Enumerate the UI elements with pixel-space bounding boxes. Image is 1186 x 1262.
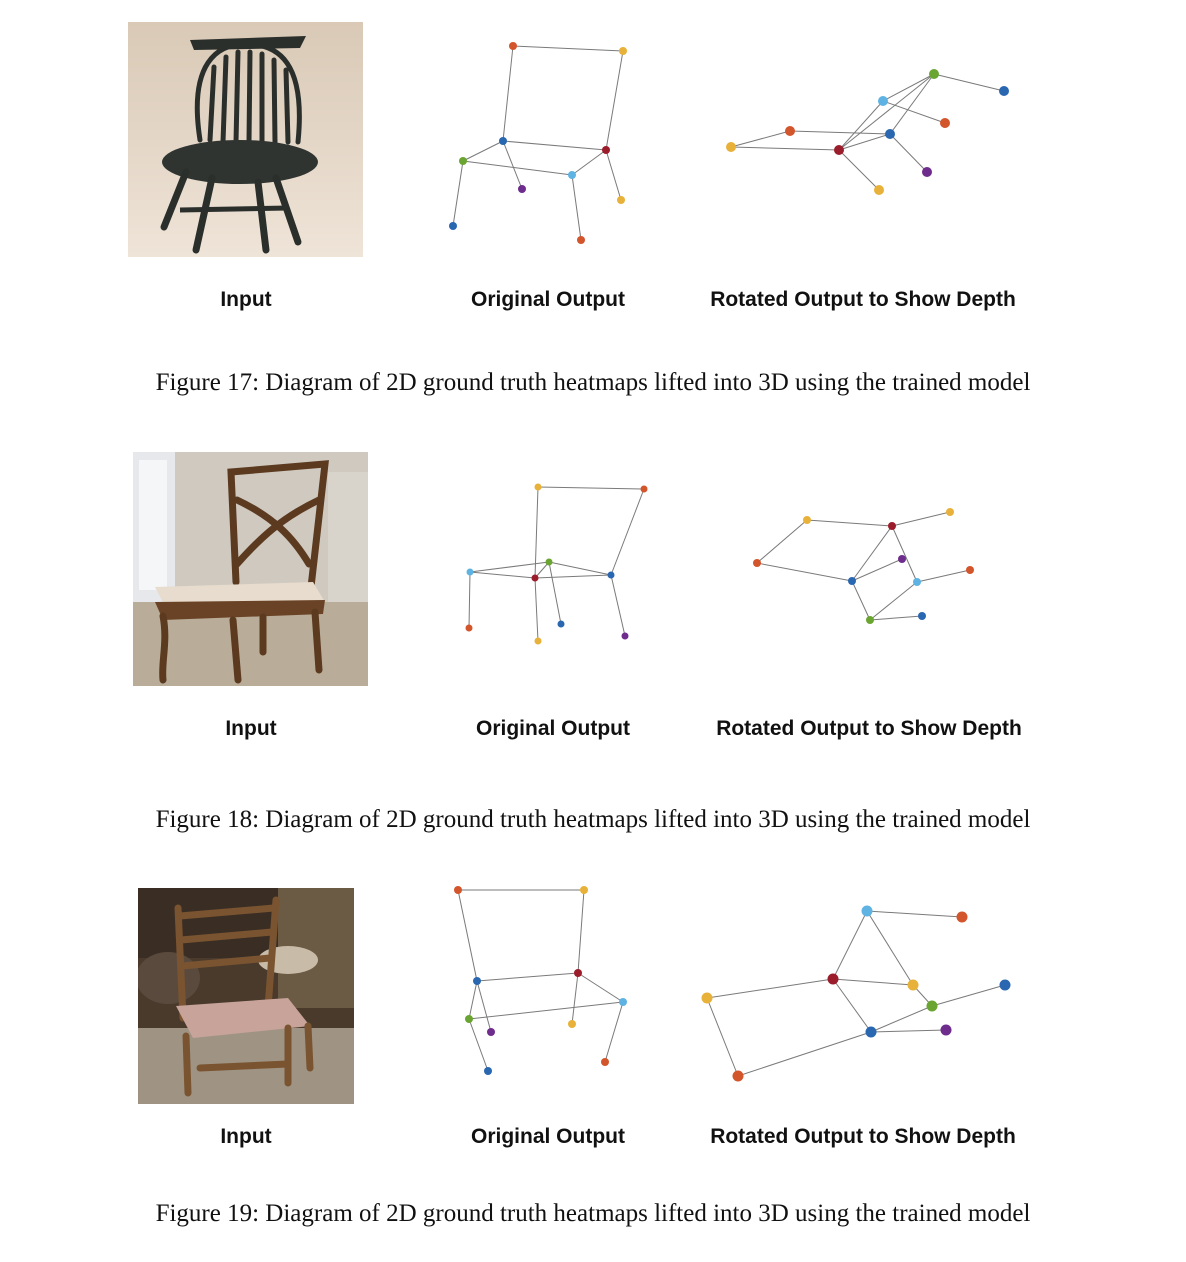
- joint-marker: [701, 992, 713, 1004]
- skeleton-joints: [465, 483, 648, 645]
- original-output-label: Original Output: [471, 1125, 625, 1148]
- joint-marker: [966, 566, 974, 574]
- joint-marker: [874, 185, 884, 195]
- skeleton-joints: [726, 69, 1009, 195]
- joint-marker: [473, 977, 481, 985]
- joint-marker: [827, 973, 839, 985]
- joint-marker: [898, 555, 906, 563]
- joint-marker: [918, 612, 926, 620]
- joint-marker: [454, 886, 462, 894]
- input-photo-windsor-chair: [128, 22, 363, 257]
- joint-marker: [834, 145, 844, 155]
- rotated-output-skeleton: [715, 60, 1025, 200]
- joint-marker: [602, 146, 610, 154]
- rotated-output-label: Rotated Output to Show Depth: [710, 288, 1016, 311]
- joint-marker: [785, 126, 795, 136]
- original-output-skeleton: [460, 480, 655, 650]
- joint-marker: [499, 137, 507, 145]
- joint-marker: [607, 571, 615, 579]
- joint-marker: [577, 236, 585, 244]
- joint-marker: [926, 1000, 938, 1012]
- joint-marker: [617, 196, 625, 204]
- skeleton-joints: [449, 42, 627, 244]
- skeleton-joints: [454, 886, 627, 1075]
- joint-marker: [619, 998, 627, 1006]
- figure-caption: Figure 17: Diagram of 2D ground truth he…: [155, 369, 1031, 396]
- skeleton-edges: [468, 486, 645, 642]
- joint-marker: [866, 616, 874, 624]
- skeleton-edges: [457, 889, 624, 1072]
- joint-marker: [861, 905, 873, 917]
- input-label: Input: [220, 288, 272, 311]
- joint-marker: [907, 979, 919, 991]
- joint-marker: [913, 578, 921, 586]
- joint-marker: [940, 118, 950, 128]
- skeleton-joints: [701, 905, 1011, 1082]
- input-photo-wooden-chair: [133, 452, 368, 686]
- joint-marker: [922, 167, 932, 177]
- joint-marker: [940, 1024, 952, 1036]
- rotated-output-skeleton: [745, 500, 985, 630]
- joint-marker: [619, 47, 627, 55]
- joint-marker: [449, 222, 457, 230]
- joint-marker: [878, 96, 888, 106]
- skeleton-edges: [452, 45, 624, 241]
- original-output-label: Original Output: [471, 288, 625, 311]
- joint-marker: [466, 568, 474, 576]
- figure-caption: Figure 19: Diagram of 2D ground truth he…: [155, 1200, 1031, 1227]
- joint-marker: [888, 522, 896, 530]
- joint-marker: [534, 483, 542, 491]
- joint-marker: [574, 969, 582, 977]
- joint-marker: [568, 1020, 576, 1028]
- joint-marker: [568, 171, 576, 179]
- skeleton-edges: [756, 511, 971, 621]
- joint-marker: [518, 185, 526, 193]
- figure-caption: Figure 18: Diagram of 2D ground truth he…: [155, 806, 1031, 833]
- joint-marker: [531, 574, 539, 582]
- joint-marker: [999, 86, 1009, 96]
- original-output-skeleton: [440, 30, 640, 260]
- joint-marker: [803, 516, 811, 524]
- joint-marker: [848, 577, 856, 585]
- joint-marker: [465, 1015, 473, 1023]
- joint-marker: [621, 632, 629, 640]
- joint-marker: [465, 624, 473, 632]
- skeleton-edges: [706, 910, 1006, 1077]
- joint-marker: [487, 1028, 495, 1036]
- joint-marker: [726, 142, 736, 152]
- joint-marker: [732, 1070, 744, 1082]
- rotated-output-skeleton: [695, 900, 1020, 1085]
- original-output-label: Original Output: [476, 717, 630, 740]
- skeleton-joints: [753, 508, 974, 624]
- joint-marker: [484, 1067, 492, 1075]
- rotated-output-label: Rotated Output to Show Depth: [716, 717, 1022, 740]
- rotated-output-label: Rotated Output to Show Depth: [710, 1125, 1016, 1148]
- joint-marker: [929, 69, 939, 79]
- joint-marker: [534, 637, 542, 645]
- joint-marker: [580, 886, 588, 894]
- joint-marker: [956, 911, 968, 923]
- joint-marker: [545, 558, 553, 566]
- joint-marker: [865, 1026, 877, 1038]
- input-photo-ladderback-chair: [138, 888, 354, 1104]
- joint-marker: [946, 508, 954, 516]
- joint-marker: [753, 559, 761, 567]
- joint-marker: [640, 485, 648, 493]
- input-label: Input: [225, 717, 277, 740]
- joint-marker: [509, 42, 517, 50]
- joint-marker: [999, 979, 1011, 991]
- input-label: Input: [220, 1125, 272, 1148]
- original-output-skeleton: [445, 880, 640, 1080]
- joint-marker: [601, 1058, 609, 1066]
- joint-marker: [885, 129, 895, 139]
- joint-marker: [557, 620, 565, 628]
- skeleton-edges: [730, 73, 1005, 191]
- joint-marker: [459, 157, 467, 165]
